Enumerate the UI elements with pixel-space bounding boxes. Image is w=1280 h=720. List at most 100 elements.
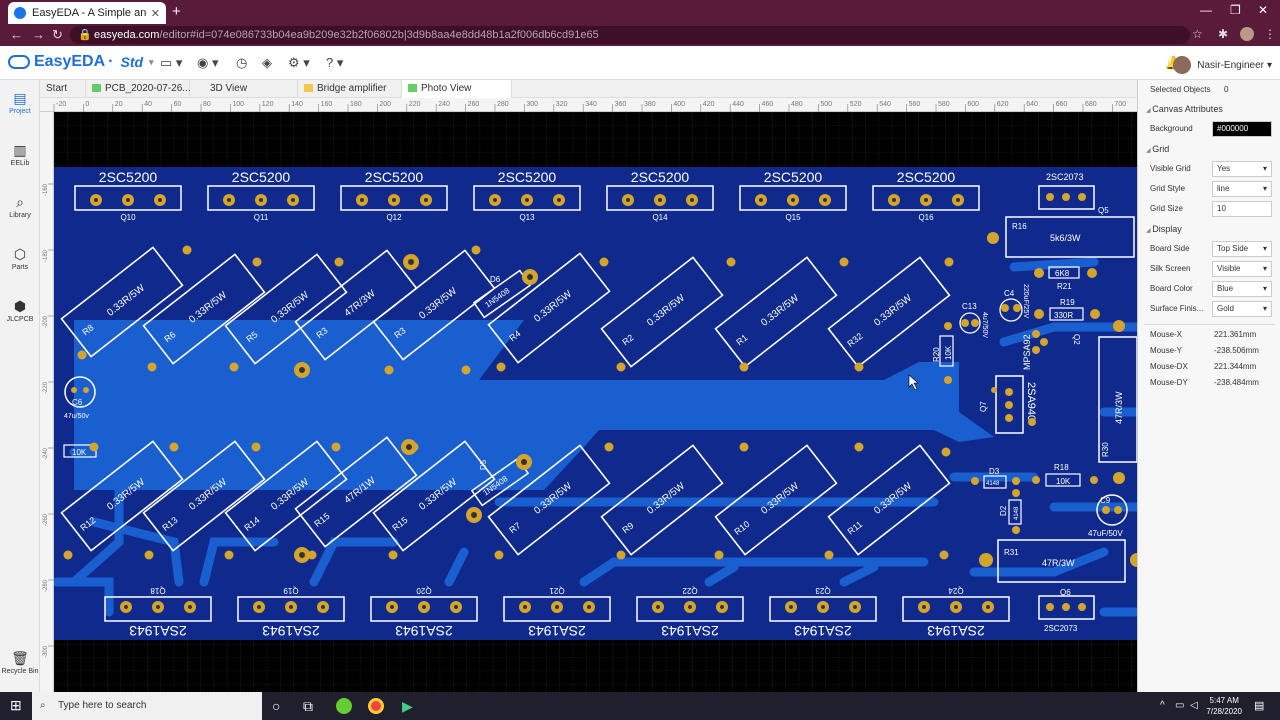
r31-value-label: 47R/3W (1042, 558, 1075, 568)
pad-hole (823, 198, 827, 202)
misc-components: 2SC2073 Q5 2SC2073 Q6 R16 5k6/3W 6K8 R21… (63, 172, 1137, 633)
resistor-outline (60, 246, 184, 358)
view-menu-icon[interactable]: ◉ ▾ (197, 55, 219, 70)
help-icon[interactable]: ? ▾ (326, 55, 344, 70)
tab-3d-view[interactable]: 3D View (190, 80, 298, 98)
resistor-pad (169, 442, 179, 452)
bookmark-star-icon[interactable]: ☆ (1192, 27, 1203, 41)
ruler-tick-label: 500 (820, 101, 832, 108)
volume-icon[interactable]: ◁ (1190, 700, 1198, 711)
ruler-tick-label: 580 (938, 101, 950, 108)
resistor-pad (461, 365, 471, 375)
browser-tab[interactable]: EasyEDA - A Simple and Powerful ✕ (8, 2, 166, 24)
r20-ref-label: R20 (932, 347, 941, 362)
back-icon[interactable]: ← (10, 27, 23, 42)
ruler-tick-label: 300 (526, 101, 538, 108)
notifications-icon[interactable]: ▤ (1254, 700, 1265, 712)
trash-icon: 🗑 (11, 650, 29, 666)
settings-gear-icon[interactable]: ⚙ ▾ (288, 55, 310, 70)
pad-hole (688, 605, 692, 609)
resistor-outline (142, 253, 266, 365)
tab-pcb[interactable]: PCB_2020-07-26... (86, 80, 191, 98)
history-icon[interactable]: ◷ (236, 55, 248, 70)
layers-icon[interactable]: ◈ (262, 55, 272, 70)
resistor-pad (471, 245, 481, 255)
network-icon[interactable]: ▭ (1175, 700, 1185, 711)
url-input[interactable]: 🔒 easyeda.com/editor#id=074e086733b04ea9… (70, 26, 1190, 44)
ruler-tick-label: 480 (791, 101, 803, 108)
new-tab-icon[interactable]: + (172, 3, 181, 20)
sidebar-item-recycle-bin[interactable]: 🗑 Recycle Bin (0, 650, 40, 675)
app-green-icon[interactable] (336, 698, 352, 714)
q5-part-label: 2SC2073 (1046, 172, 1084, 182)
easyeda-logo[interactable]: EasyEDA · Std ▾ (8, 53, 154, 71)
grid-section-header[interactable]: Grid (1146, 144, 1169, 154)
r19-outline (1049, 307, 1084, 321)
reload-icon[interactable]: ↻ (52, 27, 63, 42)
visible-grid-select[interactable]: Yes (1212, 161, 1272, 177)
close-window-icon[interactable]: ✕ (1258, 3, 1269, 17)
pad-hole (656, 605, 660, 609)
cortana-icon[interactable]: ○ (272, 698, 281, 714)
ruler-tick-label: 340 (585, 101, 597, 108)
profile-avatar-icon[interactable] (1240, 27, 1254, 41)
sidebar-item-project[interactable]: ▤ Project (0, 90, 40, 115)
large-pad-hole (471, 512, 477, 518)
grid-size-input[interactable]: 10 (1212, 201, 1272, 217)
windows-start-icon[interactable]: ⊞ (10, 697, 22, 713)
transistor-part-label: 2SA1943 (927, 623, 985, 639)
pad-hole (493, 198, 497, 202)
avatar (1173, 56, 1192, 74)
close-tab-icon[interactable]: ✕ (150, 7, 160, 20)
d3-part-label: 4148 (986, 481, 1000, 487)
r21-ref-label: R21 (1057, 282, 1072, 291)
tab-bridge-amplifier[interactable]: Bridge amplifier (298, 80, 402, 98)
taskbar-clock[interactable]: 5:47 AM 7/28/2020 (1206, 695, 1242, 717)
ruler-tick-label: 620 (997, 101, 1009, 108)
board-color-select[interactable]: Blue (1212, 281, 1272, 297)
sidebar-item-jlcpcb[interactable]: ⬢ JLCPCB (0, 298, 40, 323)
transistor-ref-label: Q11 (254, 213, 269, 222)
tab-photo-view[interactable]: Photo View (402, 80, 512, 98)
minimize-icon[interactable]: — (1200, 3, 1212, 17)
app-play-icon[interactable]: ▶ (402, 698, 413, 714)
background-color-input[interactable]: #000000 (1212, 121, 1272, 137)
pad-hole (557, 198, 561, 202)
sidebar-item-eelib[interactable]: ▥ EELib (0, 142, 40, 167)
q6-ref-label: Q6 (1060, 588, 1071, 597)
user-menu[interactable]: Nasir-Engineer ▾ (1173, 56, 1272, 74)
taskbar-search-input[interactable]: ⌕ Type here to search (32, 692, 262, 720)
tray-chevron-icon[interactable]: ^ (1160, 700, 1165, 711)
task-view-icon[interactable]: ⧉ (303, 698, 313, 714)
ruler-tick-label: -240 (43, 447, 49, 460)
pad-hole (257, 605, 261, 609)
browser-menu-icon[interactable]: ⋮ (1264, 27, 1276, 41)
pad-hole (555, 605, 559, 609)
pcb-board-svg[interactable]: 2SC5200Q102SC5200Q112SC5200Q122SC5200Q13… (54, 112, 1137, 692)
r10k-left-label: 10K (72, 448, 87, 457)
grid-style-select[interactable]: line (1212, 181, 1272, 197)
resistor-pad (384, 365, 394, 375)
search-library-icon: ⌕ (16, 194, 24, 210)
user-name: Nasir-Engineer (1197, 59, 1264, 71)
tab-start[interactable]: Start (40, 80, 86, 98)
silk-screen-select[interactable]: Visible (1212, 261, 1272, 277)
clock-date: 7/28/2020 (1206, 707, 1242, 716)
board-side-select[interactable]: Top Side (1212, 241, 1272, 257)
forward-icon[interactable]: → (32, 27, 45, 42)
canvas-attributes-header[interactable]: Canvas Attributes (1146, 104, 1223, 114)
restore-icon[interactable]: ❐ (1230, 3, 1241, 17)
surface-finish-select[interactable]: Gold (1212, 301, 1272, 317)
resistor-outline (600, 256, 724, 368)
easyeda-favicon-icon (14, 7, 26, 19)
resistor-pad (739, 442, 749, 452)
pad-hole (126, 198, 130, 202)
display-section-header[interactable]: Display (1146, 224, 1182, 234)
folder-menu-icon[interactable]: ▭ ▾ (160, 55, 183, 70)
sidebar-item-library[interactable]: ⌕ Library (0, 194, 40, 219)
sidebar-item-parts[interactable]: ⬡ Parts (0, 246, 40, 271)
chrome-icon[interactable] (368, 698, 384, 714)
transistor-outline (606, 185, 714, 211)
extensions-icon[interactable]: ✱ (1218, 27, 1229, 41)
